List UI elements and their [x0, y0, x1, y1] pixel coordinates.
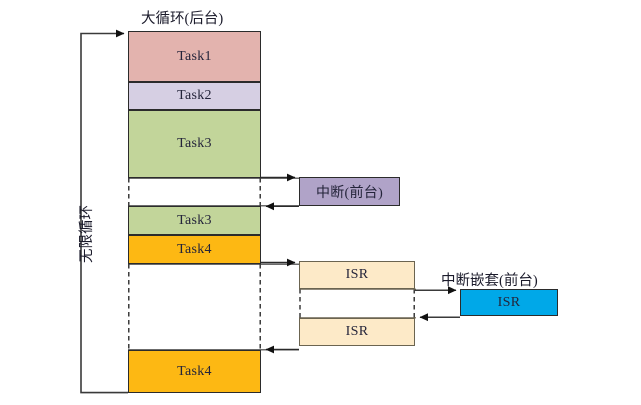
- nested-interrupt-title: 中断嵌套(前台): [441, 273, 538, 289]
- main-loop-title: 大循环(后台): [141, 11, 224, 27]
- task-block-task2: Task2: [128, 82, 261, 110]
- task-block-task3-first: Task3: [128, 110, 261, 178]
- isr-block-label: ISR: [345, 324, 369, 339]
- task-block-label: Task3: [177, 136, 212, 151]
- task-block-label: Task4: [177, 363, 212, 379]
- isr-block-first: ISR: [299, 261, 415, 289]
- task-block-task4-first: Task4: [128, 235, 261, 264]
- nested-isr-block: ISR: [460, 289, 558, 316]
- interrupt-block-label: 中断(前台): [315, 185, 384, 201]
- isr-block-resumed: ISR: [299, 318, 415, 346]
- task-block-label: Task1: [177, 48, 212, 64]
- task-block-label: Task3: [177, 212, 212, 228]
- isr-block-label: ISR: [345, 267, 369, 282]
- task-block-label: Task4: [177, 241, 212, 257]
- task-block-label: Task2: [177, 88, 212, 103]
- task-block-task1: Task1: [128, 31, 261, 82]
- task-block-task4-resumed: Task4: [128, 350, 261, 393]
- infinite-loop-label: 无限循环: [79, 205, 95, 263]
- nested-isr-block-label: ISR: [497, 294, 521, 310]
- task-block-task3-resumed: Task3: [128, 206, 261, 235]
- interrupt-block: 中断(前台): [299, 177, 400, 206]
